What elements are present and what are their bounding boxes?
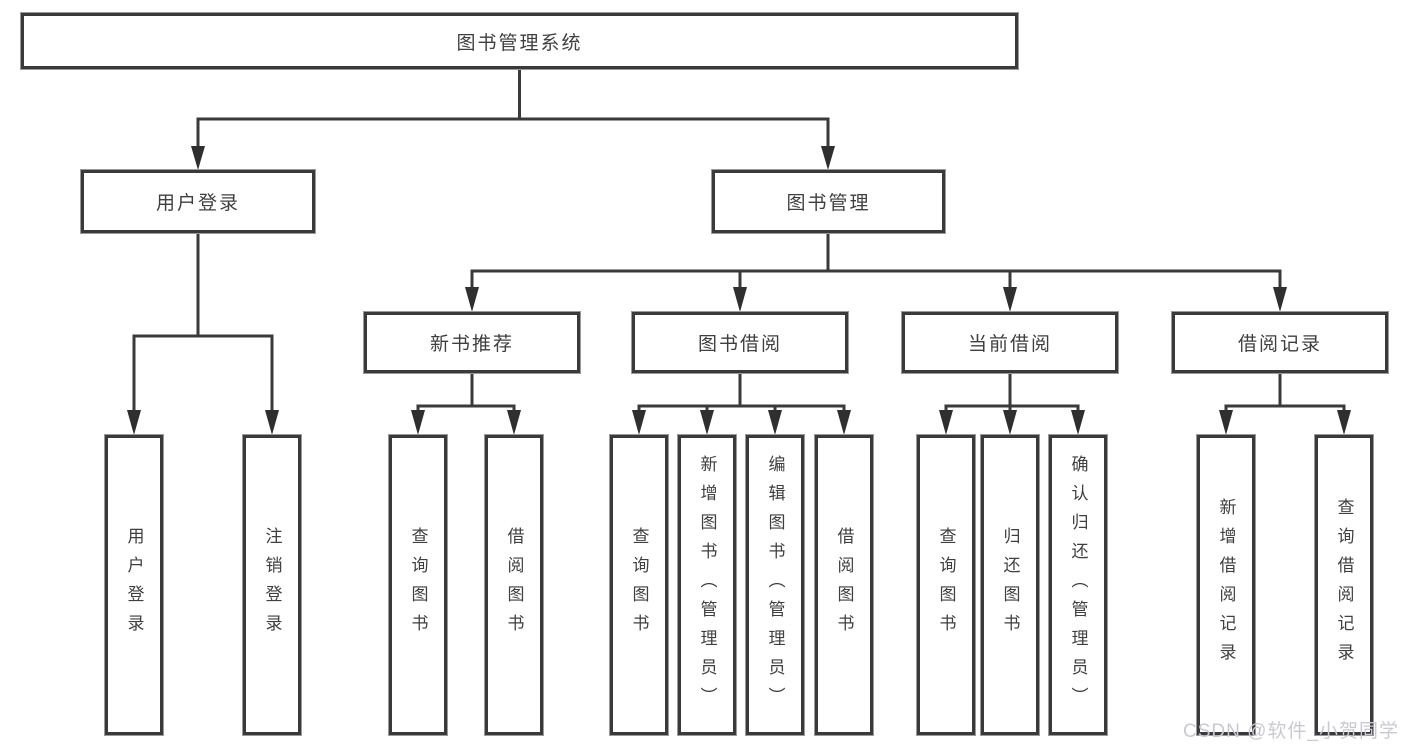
leaf-newbook-query-books: 查询图书 [389,435,447,735]
node-book-management-branch-label: 图书管理 [786,193,871,214]
node-root-system-label: 图书管理系统 [456,32,583,54]
node-book-borrow: 图书借阅 [632,312,848,373]
leaf-logout: 注销登录 [243,435,301,735]
arrowheads [127,146,1351,435]
leaf-newbook-query-books-label: 查询图书 [408,527,428,643]
leaf-current-return-books-label: 归还图书 [1000,527,1020,643]
leaf-current-query-books: 查询图书 [917,435,975,735]
leaf-borrow-edit-books-admin-label: 编辑图书（管理员） [765,454,785,716]
csdn-watermark: CSDN @软件_小贺同学 [1183,721,1399,742]
node-new-book-recommend-label: 新书推荐 [429,334,514,355]
node-borrow-records: 借阅记录 [1172,312,1388,373]
node-current-borrow-label: 当前借阅 [967,334,1052,355]
leaf-records-add-record-label: 新增借阅记录 [1216,498,1236,672]
leaf-borrow-borrow-books: 借阅图书 [815,435,873,735]
leaf-borrow-query-books: 查询图书 [610,435,668,735]
leaf-borrow-borrow-books-label: 借阅图书 [834,527,854,643]
leaf-borrow-edit-books-admin: 编辑图书（管理员） [746,435,804,735]
leaf-borrow-add-books-admin-label: 新增图书（管理员） [697,454,717,716]
leaf-current-query-books-label: 查询图书 [936,527,956,643]
node-book-borrow-label: 图书借阅 [697,334,782,355]
node-current-borrow: 当前借阅 [902,312,1118,373]
leaf-records-query-record-label: 查询借阅记录 [1334,498,1354,672]
leaf-logout-label: 注销登录 [262,527,282,643]
leaf-user-login-label: 用户登录 [124,527,144,643]
node-borrow-records-label: 借阅记录 [1237,334,1322,355]
leaf-current-return-books: 归还图书 [981,435,1039,735]
leaf-borrow-add-books-admin: 新增图书（管理员） [678,435,736,735]
leaf-records-add-record: 新增借阅记录 [1197,435,1255,735]
leaf-records-query-record: 查询借阅记录 [1315,435,1373,735]
leaf-newbook-borrow-books-label: 借阅图书 [504,527,524,643]
connector-lines [132,68,1346,412]
leaf-user-login: 用户登录 [105,435,163,735]
leaf-current-confirm-return-admin-label: 确认归还（管理员） [1068,454,1088,716]
node-book-management-branch: 图书管理 [712,170,945,233]
node-root-system: 图书管理系统 [21,13,1018,69]
leaf-borrow-query-books-label: 查询图书 [629,527,649,643]
node-user-login-branch-label: 用户登录 [155,193,240,214]
node-user-login-branch: 用户登录 [81,170,315,233]
node-new-book-recommend: 新书推荐 [364,312,580,373]
leaf-newbook-borrow-books: 借阅图书 [485,435,543,735]
leaf-current-confirm-return-admin: 确认归还（管理员） [1049,435,1107,735]
